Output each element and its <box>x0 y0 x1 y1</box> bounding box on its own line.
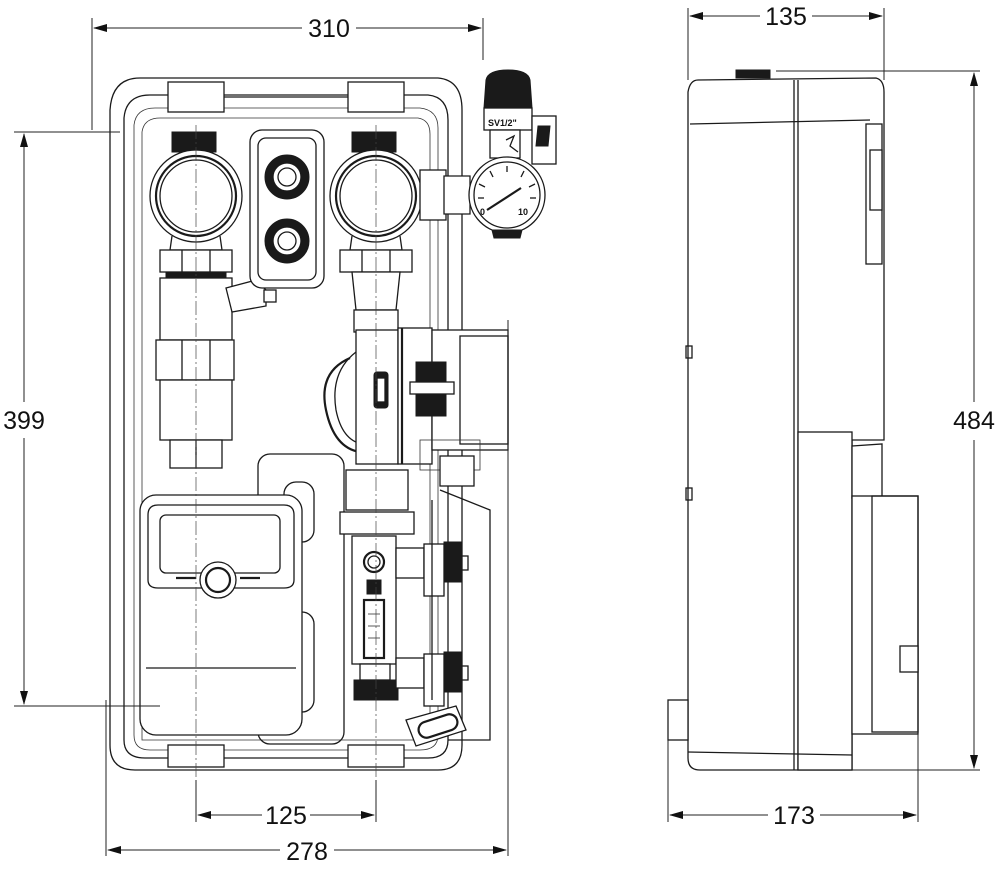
dim-399-label: 399 <box>3 407 45 435</box>
dimension-depth: 135 <box>687 3 885 80</box>
dim-310-label: 310 <box>308 15 350 43</box>
front-view: SV1/2" 0 10 <box>109 69 557 810</box>
dim-278-label: 278 <box>286 838 328 866</box>
dim-125-label: 125 <box>265 802 307 830</box>
thermometer-block <box>249 129 325 289</box>
safety-valve-label: SV1/2" <box>488 118 517 128</box>
gauge-needle <box>486 187 522 211</box>
controller-box <box>139 453 345 745</box>
dimension-housing-width: 278 <box>105 320 509 866</box>
housing-outer <box>109 77 463 771</box>
safety-valve: SV1/2" <box>443 69 557 215</box>
housing-inner <box>123 94 449 759</box>
dimension-overall-depth: 173 <box>667 670 919 830</box>
pressure-gauge: 0 10 <box>468 156 546 239</box>
gauge-max-label: 10 <box>518 207 528 217</box>
dimension-height: 399 <box>3 131 160 707</box>
dimension-overall-height: 484 <box>776 70 995 771</box>
lower-valves <box>395 489 491 747</box>
dimension-overall-width: 310 <box>91 15 484 130</box>
dim-135-label: 135 <box>765 3 807 31</box>
dim-484-label: 484 <box>953 407 995 435</box>
dim-173-label: 173 <box>773 802 815 830</box>
circulation-pump <box>323 309 509 487</box>
right-ball-valve <box>329 131 447 311</box>
gauge-min-label: 0 <box>480 207 485 217</box>
flow-meter <box>339 469 415 701</box>
dimension-connection-spacing: 125 <box>195 780 377 830</box>
side-view <box>667 69 919 771</box>
